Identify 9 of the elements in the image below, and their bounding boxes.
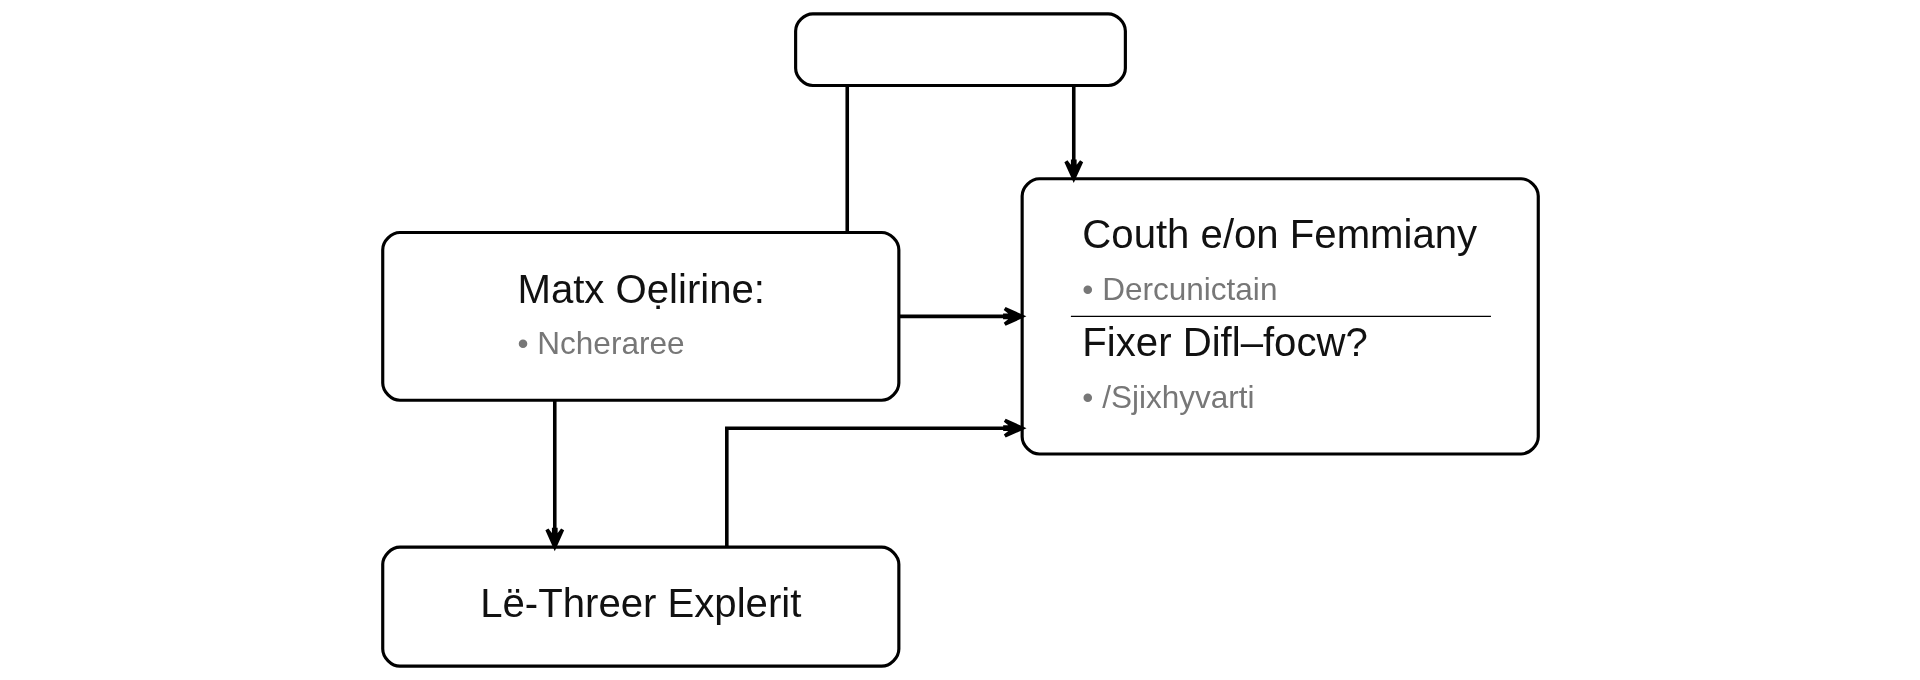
arrow (1063, 85, 1083, 181)
arrow (724, 418, 1024, 547)
arrow (544, 400, 564, 549)
node-box: Couth e/on Femmiany • Dercunictain Fixer Difl–focw? • /Sjixhyvarti (1020, 177, 1540, 456)
node-box: Matx Oẹlirine: • Ncheraree (380, 230, 900, 402)
arrow (898, 306, 1024, 326)
node-box: Lë-Threer Explerit (380, 545, 900, 668)
node-box (793, 12, 1127, 88)
connector (844, 85, 849, 233)
